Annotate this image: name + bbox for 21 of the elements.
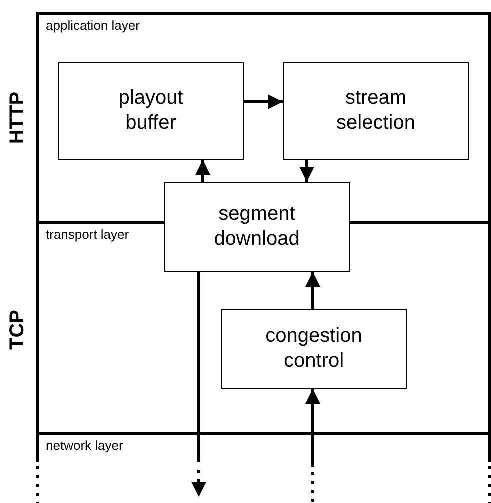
layer-label: transport layer bbox=[46, 227, 130, 242]
box-label: segment download bbox=[213, 202, 301, 252]
layer-label: application layer bbox=[46, 18, 140, 33]
process-box bbox=[283, 62, 469, 160]
arrow bbox=[300, 160, 314, 182]
box-label: stream selection bbox=[336, 86, 416, 136]
process-box bbox=[58, 62, 244, 160]
layer-band bbox=[36, 432, 491, 462]
process-box bbox=[164, 182, 350, 272]
arrow bbox=[196, 160, 210, 182]
arrow bbox=[306, 389, 320, 502]
box-label: congestion control bbox=[264, 324, 364, 374]
box-label: playout buffer bbox=[118, 86, 184, 136]
arrow bbox=[192, 272, 206, 497]
arrow bbox=[306, 272, 320, 309]
protocol-label: TCP bbox=[6, 310, 30, 350]
protocol-label: HTTP bbox=[6, 92, 30, 144]
layer-band bbox=[36, 12, 491, 224]
arrow bbox=[244, 94, 283, 110]
layer-label: network layer bbox=[46, 438, 124, 453]
process-box bbox=[221, 309, 407, 389]
